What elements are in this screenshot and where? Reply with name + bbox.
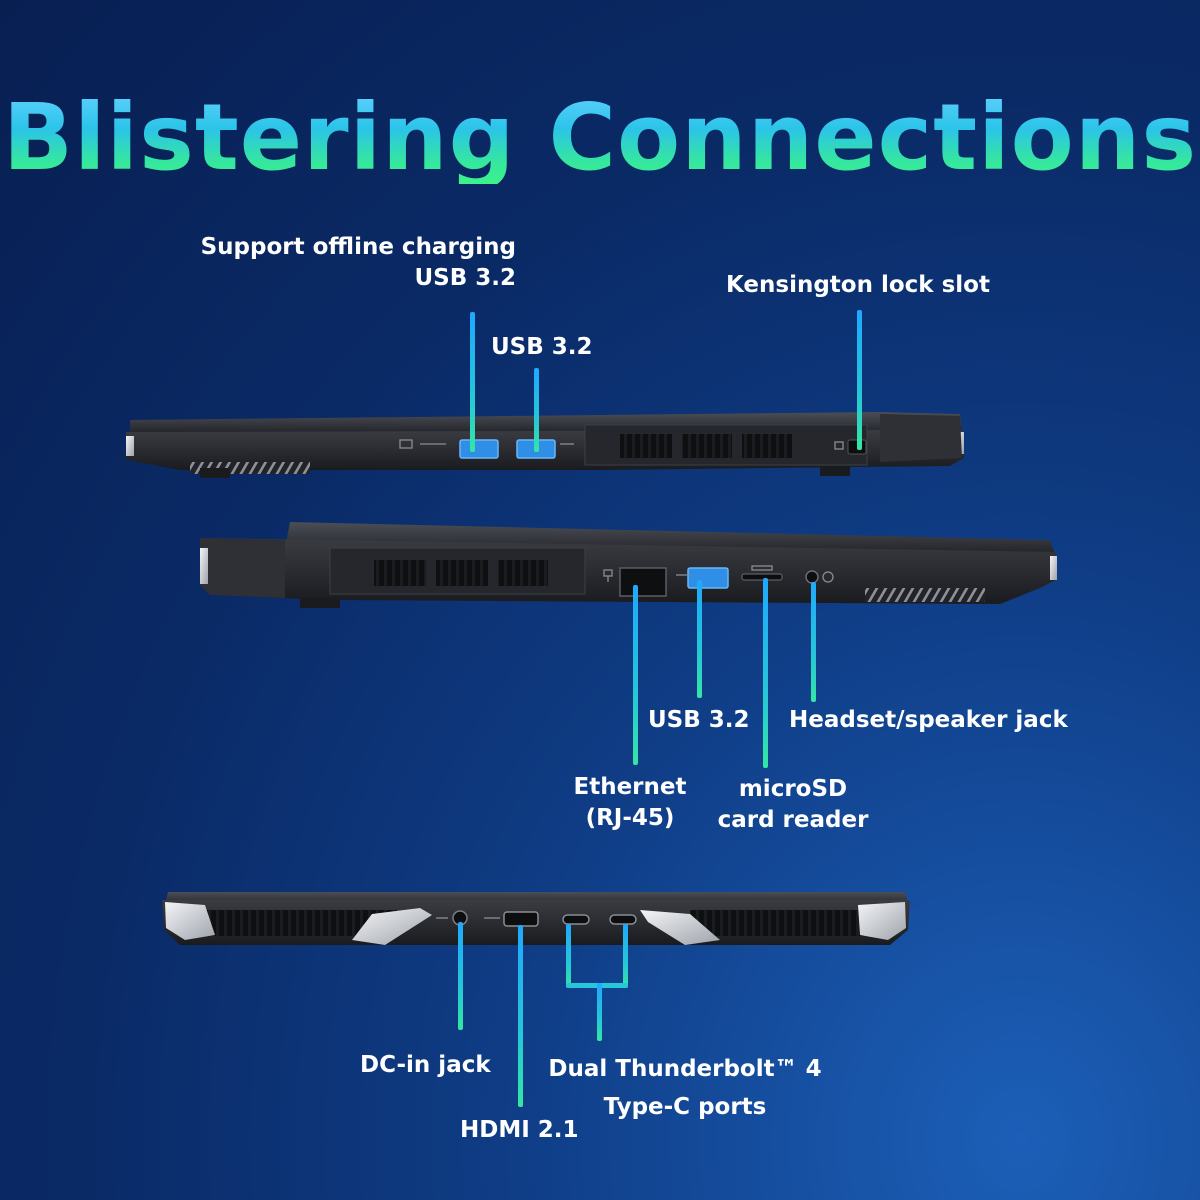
label-usb-charging-line2: USB 3.2 — [414, 265, 516, 291]
sd-card-icon — [751, 565, 773, 571]
laptop-left-side — [200, 522, 1057, 608]
label-hdmi: HDMI 2.1 — [460, 1117, 579, 1143]
laptop-right-side — [126, 412, 964, 478]
label-microsd: microSD card reader — [708, 774, 878, 836]
callout-line-kensington — [857, 310, 862, 450]
label-thunderbolt-line1: Dual Thunderbolt™ 4 — [548, 1056, 822, 1082]
callout-line-usb-charging — [470, 312, 475, 452]
callout-line-ethernet — [633, 585, 638, 765]
callout-line-tb-right — [623, 924, 628, 988]
label-dc-in: DC-in jack — [360, 1052, 491, 1078]
callout-line-dc-in — [458, 922, 463, 1030]
callout-line-usb-top — [534, 368, 539, 452]
usb-icon — [560, 443, 690, 576]
lock-icon — [834, 441, 844, 450]
callout-line-usb-side — [697, 580, 702, 698]
callout-line-tb-stem — [597, 983, 602, 1041]
battery-icon — [399, 439, 446, 449]
label-microsd-line1: microSD — [738, 776, 848, 802]
page-title: Blistering Connections — [0, 92, 1200, 184]
label-ethernet-line1: Ethernet — [573, 774, 687, 800]
network-icon — [603, 569, 613, 582]
label-usb-charging: Support offline charging USB 3.2 — [170, 232, 516, 294]
label-headset: Headset/speaker jack — [789, 707, 1068, 733]
callout-line-microsd — [763, 578, 768, 768]
laptop-back — [162, 892, 910, 945]
label-usb-top: USB 3.2 — [491, 334, 593, 360]
label-usb-side: USB 3.2 — [648, 707, 750, 733]
label-usb-charging-line1: Support offline charging — [200, 234, 516, 260]
callout-line-tb-left — [566, 924, 571, 988]
label-microsd-line2: card reader — [717, 807, 869, 833]
label-ethernet: Ethernet (RJ-45) — [560, 772, 700, 834]
callout-line-headset — [811, 582, 816, 702]
label-ethernet-line2: (RJ-45) — [585, 805, 675, 831]
headphone-icon — [822, 571, 834, 583]
label-thunderbolt: Dual Thunderbolt™ 4 Type-C ports — [535, 1050, 835, 1126]
label-kensington: Kensington lock slot — [726, 272, 990, 298]
callout-line-hdmi — [518, 925, 523, 1107]
label-thunderbolt-line2: Type-C ports — [603, 1094, 767, 1120]
